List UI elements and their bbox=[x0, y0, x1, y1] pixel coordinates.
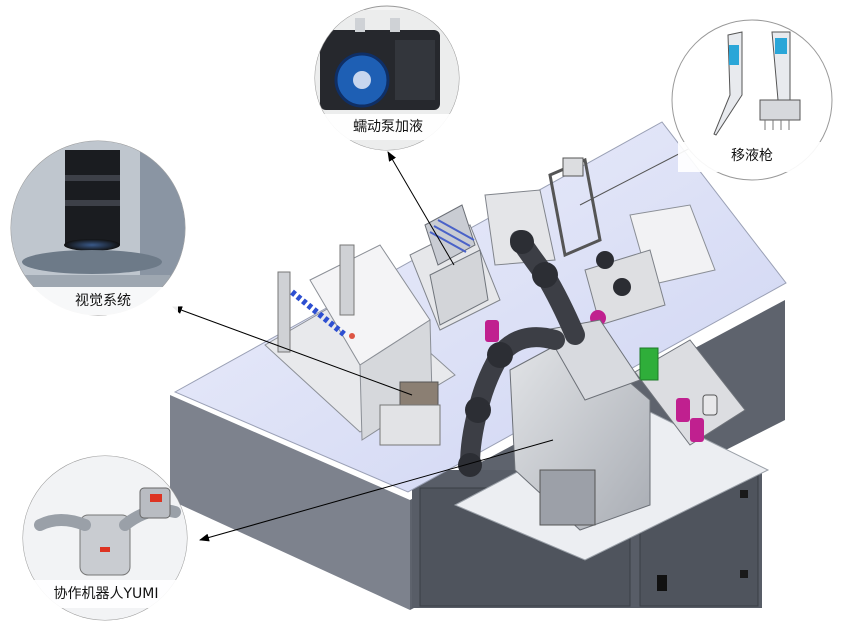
pump-label: 蠕动泵加液 bbox=[353, 119, 423, 135]
robot-label: 协作机器人YUMI bbox=[53, 586, 159, 602]
pipette-callout-circle bbox=[671, 19, 833, 181]
camera-lens-icon bbox=[11, 141, 185, 315]
pipette-label-band bbox=[678, 142, 828, 172]
robot-label-band bbox=[28, 580, 188, 608]
sample-tray bbox=[634, 339, 746, 446]
robot-arrow bbox=[199, 439, 554, 542]
vision-label-band bbox=[28, 287, 178, 315]
pipette-icon bbox=[713, 31, 801, 136]
pump-arrow bbox=[387, 151, 455, 266]
vision-label: 视觉系统 bbox=[75, 293, 131, 309]
pump-label-band bbox=[318, 114, 458, 140]
pipette-station bbox=[484, 157, 716, 326]
yumi-robot bbox=[458, 230, 651, 531]
vision-station bbox=[264, 244, 456, 446]
callout-arrows bbox=[172, 142, 701, 542]
pipette-label: 移液枪 bbox=[731, 148, 773, 164]
vision-arrow bbox=[172, 306, 413, 396]
vision-callout-circle bbox=[10, 140, 186, 316]
pump-station bbox=[409, 204, 501, 331]
